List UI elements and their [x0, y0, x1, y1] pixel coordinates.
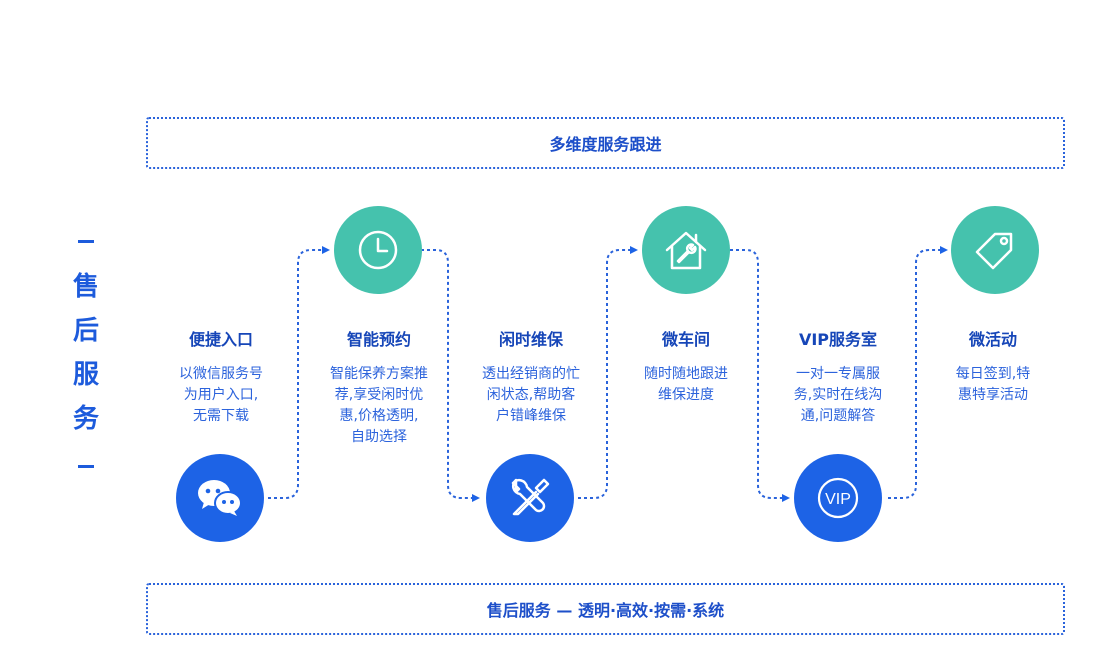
top-banner: 多维度服务跟进 [146, 117, 1065, 169]
vip-icon: VIP [817, 477, 859, 519]
step-3: 闲时维保 透出经销商的忙 闲状态,帮助客 户错峰维保 [466, 326, 596, 427]
step-desc: 智能保养方案推 荐,享受闲时优 惠,价格透明, 自助选择 [314, 364, 444, 448]
side-title: 售 后 服 务 [64, 240, 108, 468]
step-desc-line: 透出经销商的忙 [482, 366, 580, 382]
step-desc-line: 维保进度 [658, 387, 714, 403]
step-desc-line: 闲状态,帮助客 [486, 387, 576, 403]
step-title: 微车间 [661, 330, 710, 349]
step-desc-line: 每日签到,特 [955, 366, 1031, 382]
side-title-dash-top [78, 240, 94, 243]
clock-icon [358, 230, 398, 270]
step-2: 智能预约 智能保养方案推 荐,享受闲时优 惠,价格透明, 自助选择 [314, 326, 444, 448]
step-desc-line: 务,实时在线沟 [793, 387, 883, 403]
step-desc: 每日签到,特 惠特享活动 [928, 364, 1058, 406]
side-title-char: 服 [72, 360, 99, 390]
house-wrench-icon [665, 231, 707, 270]
clock-icon-circle [334, 206, 422, 294]
house-wrench-icon-circle [642, 206, 730, 294]
step-5: VIP服务室 一对一专属服 务,实时在线沟 通,问题解答 [773, 326, 903, 427]
tools-icon-circle [486, 454, 574, 542]
tag-icon [975, 232, 1013, 270]
step-desc-line: 智能保养方案推 [330, 366, 428, 382]
tag-icon-circle [951, 206, 1039, 294]
step-desc-line: 为用户入口, [183, 387, 259, 403]
step-desc-line: 无需下载 [193, 408, 249, 424]
step-desc-line: 通,问题解答 [800, 408, 876, 424]
wechat-icon-circle [176, 454, 264, 542]
connector-4-5 [730, 249, 790, 502]
step-6: 微活动 每日签到,特 惠特享活动 [928, 326, 1058, 406]
wechat-icon [198, 480, 242, 516]
step-desc: 随时随地跟进 维保进度 [621, 364, 751, 406]
step-desc-line: 惠特享活动 [958, 387, 1028, 403]
step-desc: 透出经销商的忙 闲状态,帮助客 户错峰维保 [466, 364, 596, 427]
step-title: 便捷入口 [188, 330, 253, 349]
step-desc-line: 户错峰维保 [496, 408, 566, 424]
vip-icon-text: VIP [825, 491, 851, 508]
step-title: 闲时维保 [498, 330, 563, 349]
vip-icon-circle: VIP [794, 454, 882, 542]
step-4: 微车间 随时随地跟进 维保进度 [621, 326, 751, 406]
step-desc-line: 荐,享受闲时优 [334, 387, 424, 403]
step-desc: 一对一专属服 务,实时在线沟 通,问题解答 [773, 364, 903, 427]
bottom-banner: 售后服务 — 透明·高效·按需·系统 [146, 583, 1065, 635]
step-title: 微活动 [968, 330, 1017, 349]
side-title-char: 售 [72, 272, 99, 302]
side-title-dash-bottom [78, 465, 94, 468]
tools-icon [511, 478, 550, 516]
side-title-char: 后 [72, 316, 99, 346]
step-1: 便捷入口 以微信服务号 为用户入口, 无需下载 [156, 326, 286, 427]
connector-2-3 [421, 249, 480, 502]
step-title: 智能预约 [346, 330, 411, 349]
step-desc-line: 随时随地跟进 [644, 366, 728, 382]
connector-5-6 [888, 246, 948, 499]
step-desc-line: 惠,价格透明, [339, 408, 419, 424]
step-desc: 以微信服务号 为用户入口, 无需下载 [156, 364, 286, 427]
step-desc-line: 自助选择 [351, 429, 407, 445]
side-title-char: 务 [72, 404, 99, 434]
step-desc-line: 以微信服务号 [179, 366, 263, 382]
step-desc-line: 一对一专属服 [796, 366, 880, 382]
step-title: VIP服务室 [798, 330, 878, 349]
